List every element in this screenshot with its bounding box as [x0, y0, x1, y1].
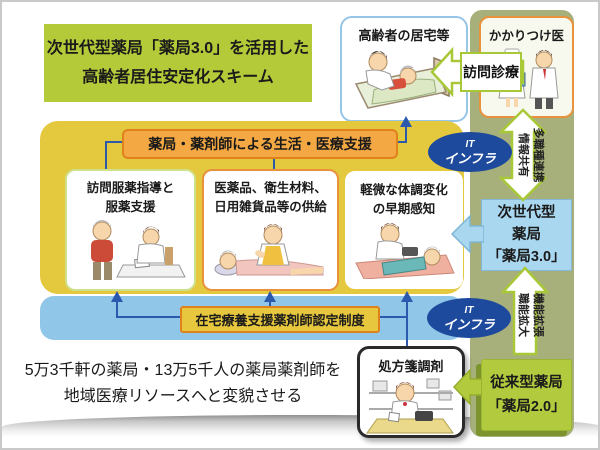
home-visit-arrow-label: 訪問診療: [463, 64, 520, 80]
card-early-detect-line2: の早期感知: [372, 202, 436, 216]
bottom-statement: 5万3千軒の薬局・13万5千人の薬局薬剤師を 地域医療リソースへと変貌させる: [7, 358, 359, 410]
home-visit-arrow: 訪問診療: [430, 46, 525, 98]
it-infra-bottom-line1: IT: [464, 305, 474, 316]
node-prescription-label: 処方箋調剤: [378, 359, 444, 374]
collab-arrow-line2: 情報共有: [517, 133, 529, 177]
it-infra-top-line2: インフラ: [444, 151, 496, 166]
it-infra-badge-bottom: IT インフラ: [427, 298, 511, 338]
node-pharmacy30-line3: 「薬局3.0」: [487, 249, 566, 265]
card-supply-line2: 日用雑貨品等の供給: [214, 200, 327, 214]
card-supply: 医薬品、衛生材料、 日用雑貨品等の供給: [202, 169, 339, 291]
card-visit-guidance: 訪問服薬指導と 服薬支援: [65, 169, 196, 291]
card-supply-line1: 医薬品、衛生材料、: [214, 181, 327, 195]
expand-up-arrow: [501, 266, 549, 356]
collab-arrow-label: 多職種連携 情報共有: [513, 122, 545, 188]
collab-arrow-line1: 多職種連携: [532, 127, 544, 183]
it-infra-badge-top: IT インフラ: [428, 132, 512, 172]
pharmacist-illustration: [366, 378, 454, 434]
certification-label-text: 在宅療養支援薬剤師認定制度: [195, 313, 365, 328]
node-pharmacy30-line2: 薬局: [512, 227, 541, 243]
pharmacy30-left-arrow: [450, 214, 484, 254]
supply-illustration: [214, 224, 323, 276]
expand-arrow-label: 機能拡張 職能拡大: [513, 282, 545, 348]
card-visit-guidance-line1: 訪問服薬指導と: [86, 181, 175, 195]
bottom-statement-line2: 地域医療リソースへと変貌させる: [63, 388, 303, 405]
visit-guidance-illustration: [90, 220, 186, 280]
expand-arrow-line2: 職能拡大: [517, 293, 529, 337]
slide-title: 次世代型薬局「薬局3.0」を活用した 高齢者居住安定化スキーム: [44, 24, 312, 102]
node-pharmacy30: 次世代型 薬局 「薬局3.0」: [481, 199, 572, 271]
node-family-doctor-label: かかりつけ医: [488, 29, 565, 43]
it-infra-bottom-line2: インフラ: [443, 317, 495, 332]
bottom-statement-line1: 5万3千軒の薬局・13万5千人の薬局薬剤師を: [24, 362, 342, 379]
card-visit-guidance-line2: 服薬支援: [105, 200, 156, 214]
support-header-label: 薬局・薬剤師による生活・医療支援: [148, 136, 372, 152]
collab-double-arrow: [499, 108, 547, 202]
node-pharmacy20-line1: 従来型薬局: [490, 375, 563, 391]
node-pharmacy20-line2: 「薬局2.0」: [487, 399, 566, 415]
card-early-detect: 軽微な体調変化 の早期感知: [345, 171, 463, 289]
node-pharmacy20: 従来型薬局 「薬局2.0」: [481, 359, 572, 431]
support-header: 薬局・薬剤師による生活・医療支援: [122, 129, 398, 159]
node-elderly-home-label: 高齢者の居宅等: [358, 28, 450, 43]
certification-label: 在宅療養支援薬剤師認定制度: [180, 306, 380, 333]
pharmacy20-left-arrow: [452, 368, 482, 406]
slide-title-line1: 次世代型薬局「薬局3.0」を活用した: [46, 40, 310, 57]
slide-title-line2: 高齢者居住安定化スキーム: [82, 69, 274, 86]
node-pharmacy30-line1: 次世代型: [497, 205, 556, 221]
node-prescription: 処方箋調剤: [357, 346, 465, 438]
card-early-detect-line1: 軽微な体調変化: [360, 183, 448, 197]
expand-arrow-line1: 機能拡張: [532, 293, 544, 337]
it-infra-top-line1: IT: [465, 139, 475, 150]
early-detect-illustration: [355, 223, 455, 279]
